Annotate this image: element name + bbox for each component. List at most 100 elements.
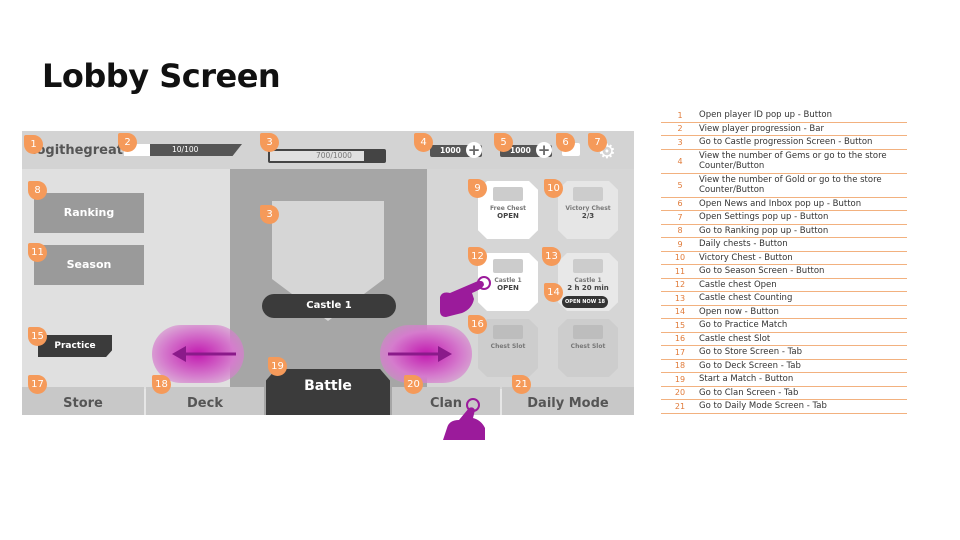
legend-description: Go to Ranking pop up - Button xyxy=(699,225,829,236)
season-button[interactable]: Season xyxy=(34,245,144,285)
open-now-cost: 18 xyxy=(598,299,605,305)
chest-caption: Free Chest xyxy=(489,205,527,212)
legend-number: 12 xyxy=(674,280,686,290)
castle-progress-text: 700/1000 xyxy=(316,151,352,160)
legend-description: Go to Season Screen - Button xyxy=(699,266,825,276)
callout-badge: 10 xyxy=(544,179,563,198)
free-chest-button[interactable]: Free Chest OPEN xyxy=(478,181,538,239)
legend-number: 9 xyxy=(677,239,683,249)
legend-number: 17 xyxy=(674,347,686,357)
legend-number: 7 xyxy=(677,212,683,222)
legend-description: View the number of Gems or go to the sto… xyxy=(699,150,887,172)
player-id-button[interactable]: iogithegreat xyxy=(32,143,123,158)
left-swipe-highlight xyxy=(152,325,244,383)
victory-chest-button[interactable]: Victory Chest 2/3 xyxy=(558,181,618,239)
chest-slot[interactable]: Chest Slot xyxy=(558,319,618,377)
legend-row: 18 Go to Deck Screen - Tab xyxy=(661,360,907,373)
legend-number: 2 xyxy=(677,124,683,134)
callout-badge: 7 xyxy=(588,133,607,152)
ranking-button[interactable]: Ranking xyxy=(34,193,144,233)
callout-badge: 19 xyxy=(268,357,287,376)
tab-daily-mode[interactable]: Daily Mode xyxy=(502,387,634,415)
legend-number: 4 xyxy=(677,156,683,166)
legend-description: Go to Store Screen - Tab xyxy=(699,347,802,357)
callout-badge: 14 xyxy=(544,283,563,302)
gold-counter[interactable]: 1000 + xyxy=(500,141,552,159)
chest-state: OPEN xyxy=(497,284,519,292)
callout-badge: 3 xyxy=(260,133,279,152)
legend-number: 19 xyxy=(674,374,686,384)
chest-icon xyxy=(493,325,523,339)
chest-timer: 2 h 20 min xyxy=(567,284,609,292)
legend-description: Castle chest Counting xyxy=(699,293,793,303)
legend-row: 5 View the number of Gold or go to the st… xyxy=(661,174,907,198)
right-arrow-icon xyxy=(388,346,452,362)
castle-progression-button[interactable]: 700/1000 xyxy=(268,149,386,163)
castle-chest-open[interactable]: Castle 1 OPEN xyxy=(478,253,538,311)
right-swipe-highlight xyxy=(380,325,472,383)
gold-value: 1000 xyxy=(510,146,531,155)
pointing-hand-icon xyxy=(443,398,485,440)
open-now-button[interactable]: OPEN NOW 18 xyxy=(562,296,608,308)
legend-description: View the number of Gold or go to the sto… xyxy=(699,174,882,196)
legend-number: 14 xyxy=(674,307,686,317)
plus-icon[interactable]: + xyxy=(466,141,482,159)
open-now-label: OPEN NOW xyxy=(565,299,597,305)
callout-badge: 3 xyxy=(260,205,279,224)
castle-chest-counting[interactable]: Castle 1 2 h 20 min xyxy=(558,253,618,311)
legend-row: 7 Open Settings pop up - Button xyxy=(661,211,907,225)
chest-slot-label: Chest Slot xyxy=(570,343,606,350)
legend-number: 5 xyxy=(677,180,683,190)
legend-number: 8 xyxy=(677,226,683,236)
legend-description: Castle chest Open xyxy=(699,279,777,290)
player-progression-bar[interactable]: 10/100 xyxy=(124,144,242,156)
chest-slot-label: Chest Slot xyxy=(490,343,526,350)
legend-number: 18 xyxy=(674,361,686,371)
legend-description: Go to Clan Screen - Tab xyxy=(699,387,799,398)
legend-row: 13 Castle chest Counting xyxy=(661,292,907,306)
legend-number: 20 xyxy=(674,388,686,398)
chest-caption: Victory Chest xyxy=(565,205,611,212)
legend-description: Open Settings pop up - Button xyxy=(699,212,829,222)
practice-button[interactable]: Practice xyxy=(38,335,112,357)
legend-description: Castle chest Slot xyxy=(699,333,771,344)
legend-number: 21 xyxy=(674,401,686,411)
legend-row: 3 Go to Castle progression Screen - Butto… xyxy=(661,136,907,150)
legend-description: Go to Daily Mode Screen - Tab xyxy=(699,401,827,411)
legend-number: 11 xyxy=(674,266,686,276)
legend-row: 14 Open now - Button xyxy=(661,306,907,319)
legend-row: 17 Go to Store Screen - Tab xyxy=(661,346,907,360)
plus-icon[interactable]: + xyxy=(536,141,552,159)
castle-label: Castle 1 xyxy=(262,294,396,318)
callout-badge: 12 xyxy=(468,247,487,266)
legend-number: 16 xyxy=(674,334,686,344)
legend-number: 3 xyxy=(677,137,683,147)
callout-badge: 13 xyxy=(542,247,561,266)
callout-badge: 11 xyxy=(28,243,47,262)
legend-description: Open News and Inbox pop up - Button xyxy=(699,198,862,209)
legend-description: Open now - Button xyxy=(699,306,779,317)
legend-description: Go to Deck Screen - Tab xyxy=(699,360,801,371)
gems-counter[interactable]: 1000 + xyxy=(430,141,482,159)
legend-row: 16 Castle chest Slot xyxy=(661,333,907,346)
callout-badge: 6 xyxy=(556,133,575,152)
callout-badge: 16 xyxy=(468,315,487,334)
legend-number: 13 xyxy=(674,293,686,303)
chest-caption: Castle 1 xyxy=(494,277,522,284)
pointing-hand-icon xyxy=(440,276,491,317)
victory-count: 2/3 xyxy=(581,212,595,220)
legend-row: 21 Go to Daily Mode Screen - Tab xyxy=(661,400,907,414)
legend-number: 15 xyxy=(674,320,686,330)
lobby-mockup: iogithegreat ♥ 10/100 700/1000 1000 + 10… xyxy=(22,131,634,415)
legend-number: 6 xyxy=(677,199,683,209)
callout-badge: 2 xyxy=(118,133,137,152)
chest-slot[interactable]: Chest Slot xyxy=(478,319,538,377)
battle-button[interactable]: Battle xyxy=(266,369,390,415)
legend-description: Go to Castle progression Screen - Button xyxy=(699,137,873,147)
